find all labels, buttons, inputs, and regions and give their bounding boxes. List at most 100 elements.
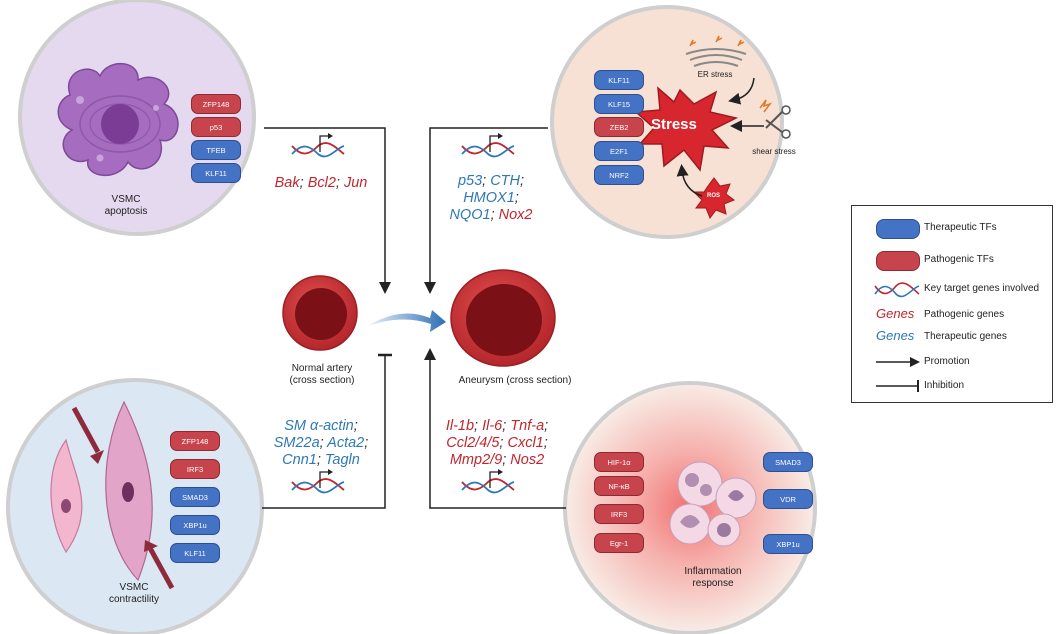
- tf-pill: NF-κB: [594, 476, 644, 496]
- tf-pill: HIF-1α: [594, 452, 644, 472]
- gene-name: NQO1: [449, 207, 491, 223]
- tf-pill: p53: [191, 117, 241, 137]
- tf-pill: IRF3: [594, 504, 644, 524]
- gene-name: Nox2: [498, 207, 533, 223]
- stress-burst-illustration: [634, 35, 791, 220]
- normal-artery: [282, 275, 358, 351]
- gene-separator: ;: [543, 435, 548, 451]
- tf-pill: ZEB2: [594, 117, 644, 137]
- dna-icon: [874, 282, 920, 298]
- dna-icon: [291, 469, 345, 494]
- gene-name: Il-6: [482, 418, 503, 434]
- tf-pill: IRF3: [170, 459, 220, 479]
- gene-separator: ;: [474, 418, 483, 434]
- gene-name: Bak: [274, 175, 300, 191]
- legend: Therapeutic TFs Pathogenic TFs Key targe…: [851, 205, 1053, 403]
- gene-line: NQO1; Nox2: [436, 207, 546, 224]
- gene-line: p53; CTH;: [436, 173, 546, 190]
- promotion-arrow-icon: [876, 357, 920, 367]
- legend-inhibition: Inhibition: [852, 375, 1052, 397]
- immune-cells-illustration: [669, 461, 757, 547]
- gene-name: Jun: [343, 175, 368, 191]
- inflammation-genes: Il-1b; Il-6; Tnf-a; Ccl2/4/5; Cxcl1; Mmp…: [432, 418, 562, 469]
- gene-line: Ccl2/4/5; Cxcl1;: [432, 435, 562, 452]
- gene-separator: ;: [353, 418, 358, 434]
- aneurysm: [450, 269, 556, 367]
- gene-name: SM22a: [273, 435, 320, 451]
- stress-genes: p53; CTH; HMOX1; NQO1; Nox2: [436, 173, 546, 224]
- legend-pathogenic-genes: Genes Pathogenic genes: [852, 304, 1052, 326]
- dna-icon: [461, 133, 515, 158]
- dna-icon: [461, 469, 515, 494]
- gene-name: p53: [457, 173, 483, 189]
- gene-name: Cxcl1: [507, 435, 544, 451]
- legend-word: Genes: [876, 306, 915, 321]
- legend-label: Therapeutic genes: [924, 331, 1007, 342]
- tf-pill: VDR: [763, 489, 813, 509]
- connectors: [262, 127, 566, 509]
- gene-separator: ;: [520, 173, 525, 189]
- gene-line: Il-1b; Il-6; Tnf-a;: [432, 418, 562, 435]
- gene-separator: ;: [502, 452, 511, 468]
- tf-pill: SMAD3: [170, 487, 220, 507]
- tf-pill: KLF15: [594, 94, 644, 114]
- legend-therapeutic-genes: Genes Therapeutic genes: [852, 326, 1052, 348]
- vsmc-cells-illustration: [50, 400, 175, 590]
- dna-icons: [291, 133, 515, 494]
- tf-pill: Egr-1: [594, 533, 644, 553]
- gene-separator: ;: [299, 175, 308, 191]
- apoptotic-cell-illustration: [57, 62, 179, 177]
- legend-pathogenic-tfs: Pathogenic TFs: [852, 249, 1052, 271]
- gene-line: SM α-actin;: [266, 418, 376, 435]
- gene-separator: ;: [482, 173, 491, 189]
- promotion-arrow-stress: [424, 282, 436, 294]
- gene-separator: ;: [502, 418, 511, 434]
- contractility-genes: SM α-actin; SM22a; Acta2; Cnn1; Tagln: [266, 418, 376, 469]
- progression-arrow: [368, 310, 446, 332]
- gene-separator: ;: [499, 435, 508, 451]
- aneurysm-label: Aneurysm (cross section): [458, 375, 572, 386]
- promotion-arrow-inflammation: [424, 348, 436, 360]
- gene-name: CTH: [490, 173, 521, 189]
- inhibition-icon: [876, 380, 919, 392]
- gene-name: Tnf-a: [510, 418, 545, 434]
- ros-label: ROS: [707, 193, 721, 199]
- gene-separator: ;: [335, 175, 344, 191]
- gene-line: HMOX1;: [436, 190, 546, 207]
- tf-pill: KLF11: [170, 543, 220, 563]
- apoptosis-genes: Bak; Bcl2; Jun: [266, 175, 376, 192]
- legend-label: Promotion: [924, 356, 970, 367]
- gene-name: Tagln: [324, 452, 360, 468]
- gene-name: Nos2: [510, 452, 545, 468]
- gene-line: Mmp2/9; Nos2: [432, 452, 562, 469]
- tf-pill: NRF2: [594, 165, 644, 185]
- promotion-arrow-apoptosis: [379, 282, 391, 294]
- normal-artery-label: Normal artery(cross section): [289, 363, 355, 386]
- legend-label: Key target genes involved: [924, 283, 1040, 294]
- gene-name: Ccl2/4/5: [446, 435, 500, 451]
- gene-name: Acta2: [327, 435, 365, 451]
- tf-pill: XBP1u: [170, 515, 220, 535]
- legend-label: Pathogenic TFs: [924, 254, 994, 265]
- gene-name: Mmp2/9: [449, 452, 503, 468]
- gene-name: Il-1b: [445, 418, 475, 434]
- gene-name: Bcl2: [307, 175, 336, 191]
- gene-separator: ;: [319, 435, 328, 451]
- gene-name: Cnn1: [282, 452, 317, 468]
- gene-line: SM22a; Acta2;: [266, 435, 376, 452]
- therapeutic-swatch: [876, 219, 920, 239]
- pathogenic-swatch: [876, 251, 920, 271]
- gene-line: Bak; Bcl2; Jun: [266, 175, 376, 192]
- tf-pill: KLF11: [594, 70, 644, 90]
- gene-separator: ;: [316, 452, 325, 468]
- legend-key-genes: Key target genes involved: [852, 278, 1052, 300]
- gene-separator: ;: [544, 418, 549, 434]
- legend-promotion: Promotion: [852, 351, 1052, 373]
- gene-separator: ;: [514, 190, 519, 206]
- shear-stress-label: shear stress: [752, 147, 796, 156]
- gene-line: Cnn1; Tagln: [266, 452, 376, 469]
- stress-center-label: Stress: [651, 116, 697, 133]
- gene-separator: ;: [490, 207, 499, 223]
